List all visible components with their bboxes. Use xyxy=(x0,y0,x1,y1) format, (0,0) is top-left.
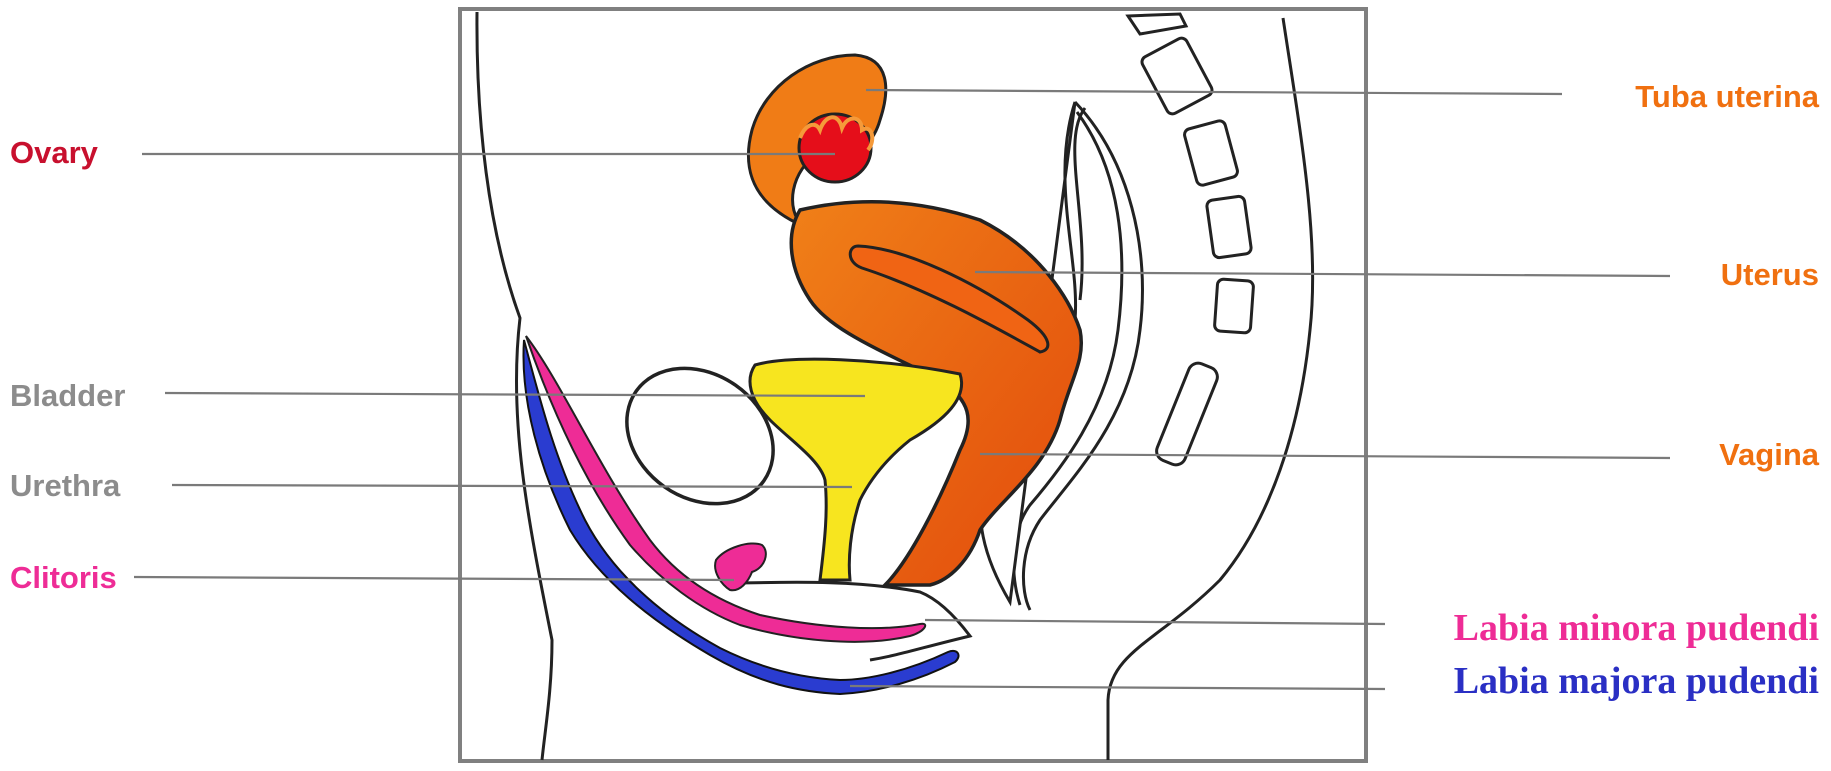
uterus-label: Uterus xyxy=(1721,259,1819,290)
clitoris-label: Clitoris xyxy=(10,562,117,593)
labia-majora-label: Labia majora pudendi xyxy=(1454,662,1819,700)
vagina-label: Vagina xyxy=(1719,439,1819,470)
labia-minora-label: Labia minora pudendi xyxy=(1454,609,1819,647)
urethra-label: Urethra xyxy=(10,470,120,501)
bladder-label: Bladder xyxy=(10,380,125,411)
ovary-label: Ovary xyxy=(10,137,98,168)
tuba-uterina-label: Tuba uterina xyxy=(1635,81,1819,112)
